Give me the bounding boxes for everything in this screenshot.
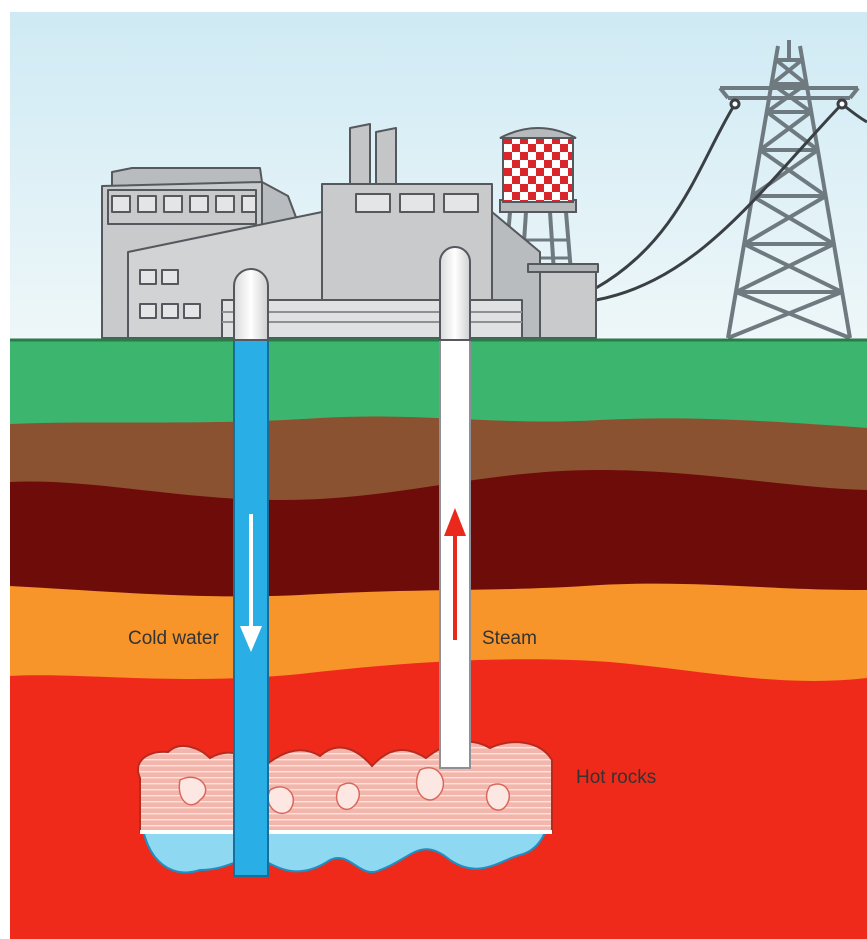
arrow-up-icon (444, 508, 466, 640)
cold-water-pipe (233, 268, 269, 877)
power-tower (718, 40, 860, 340)
steam-pipe (439, 246, 471, 769)
power-cables (595, 98, 867, 302)
hot-rocks-label: Hot rocks (576, 767, 656, 788)
arrow-down-icon (240, 514, 262, 652)
steam-label: Steam (482, 628, 537, 649)
cold-water-label: Cold water (128, 628, 219, 649)
hot-rock-reservoir (137, 740, 554, 874)
